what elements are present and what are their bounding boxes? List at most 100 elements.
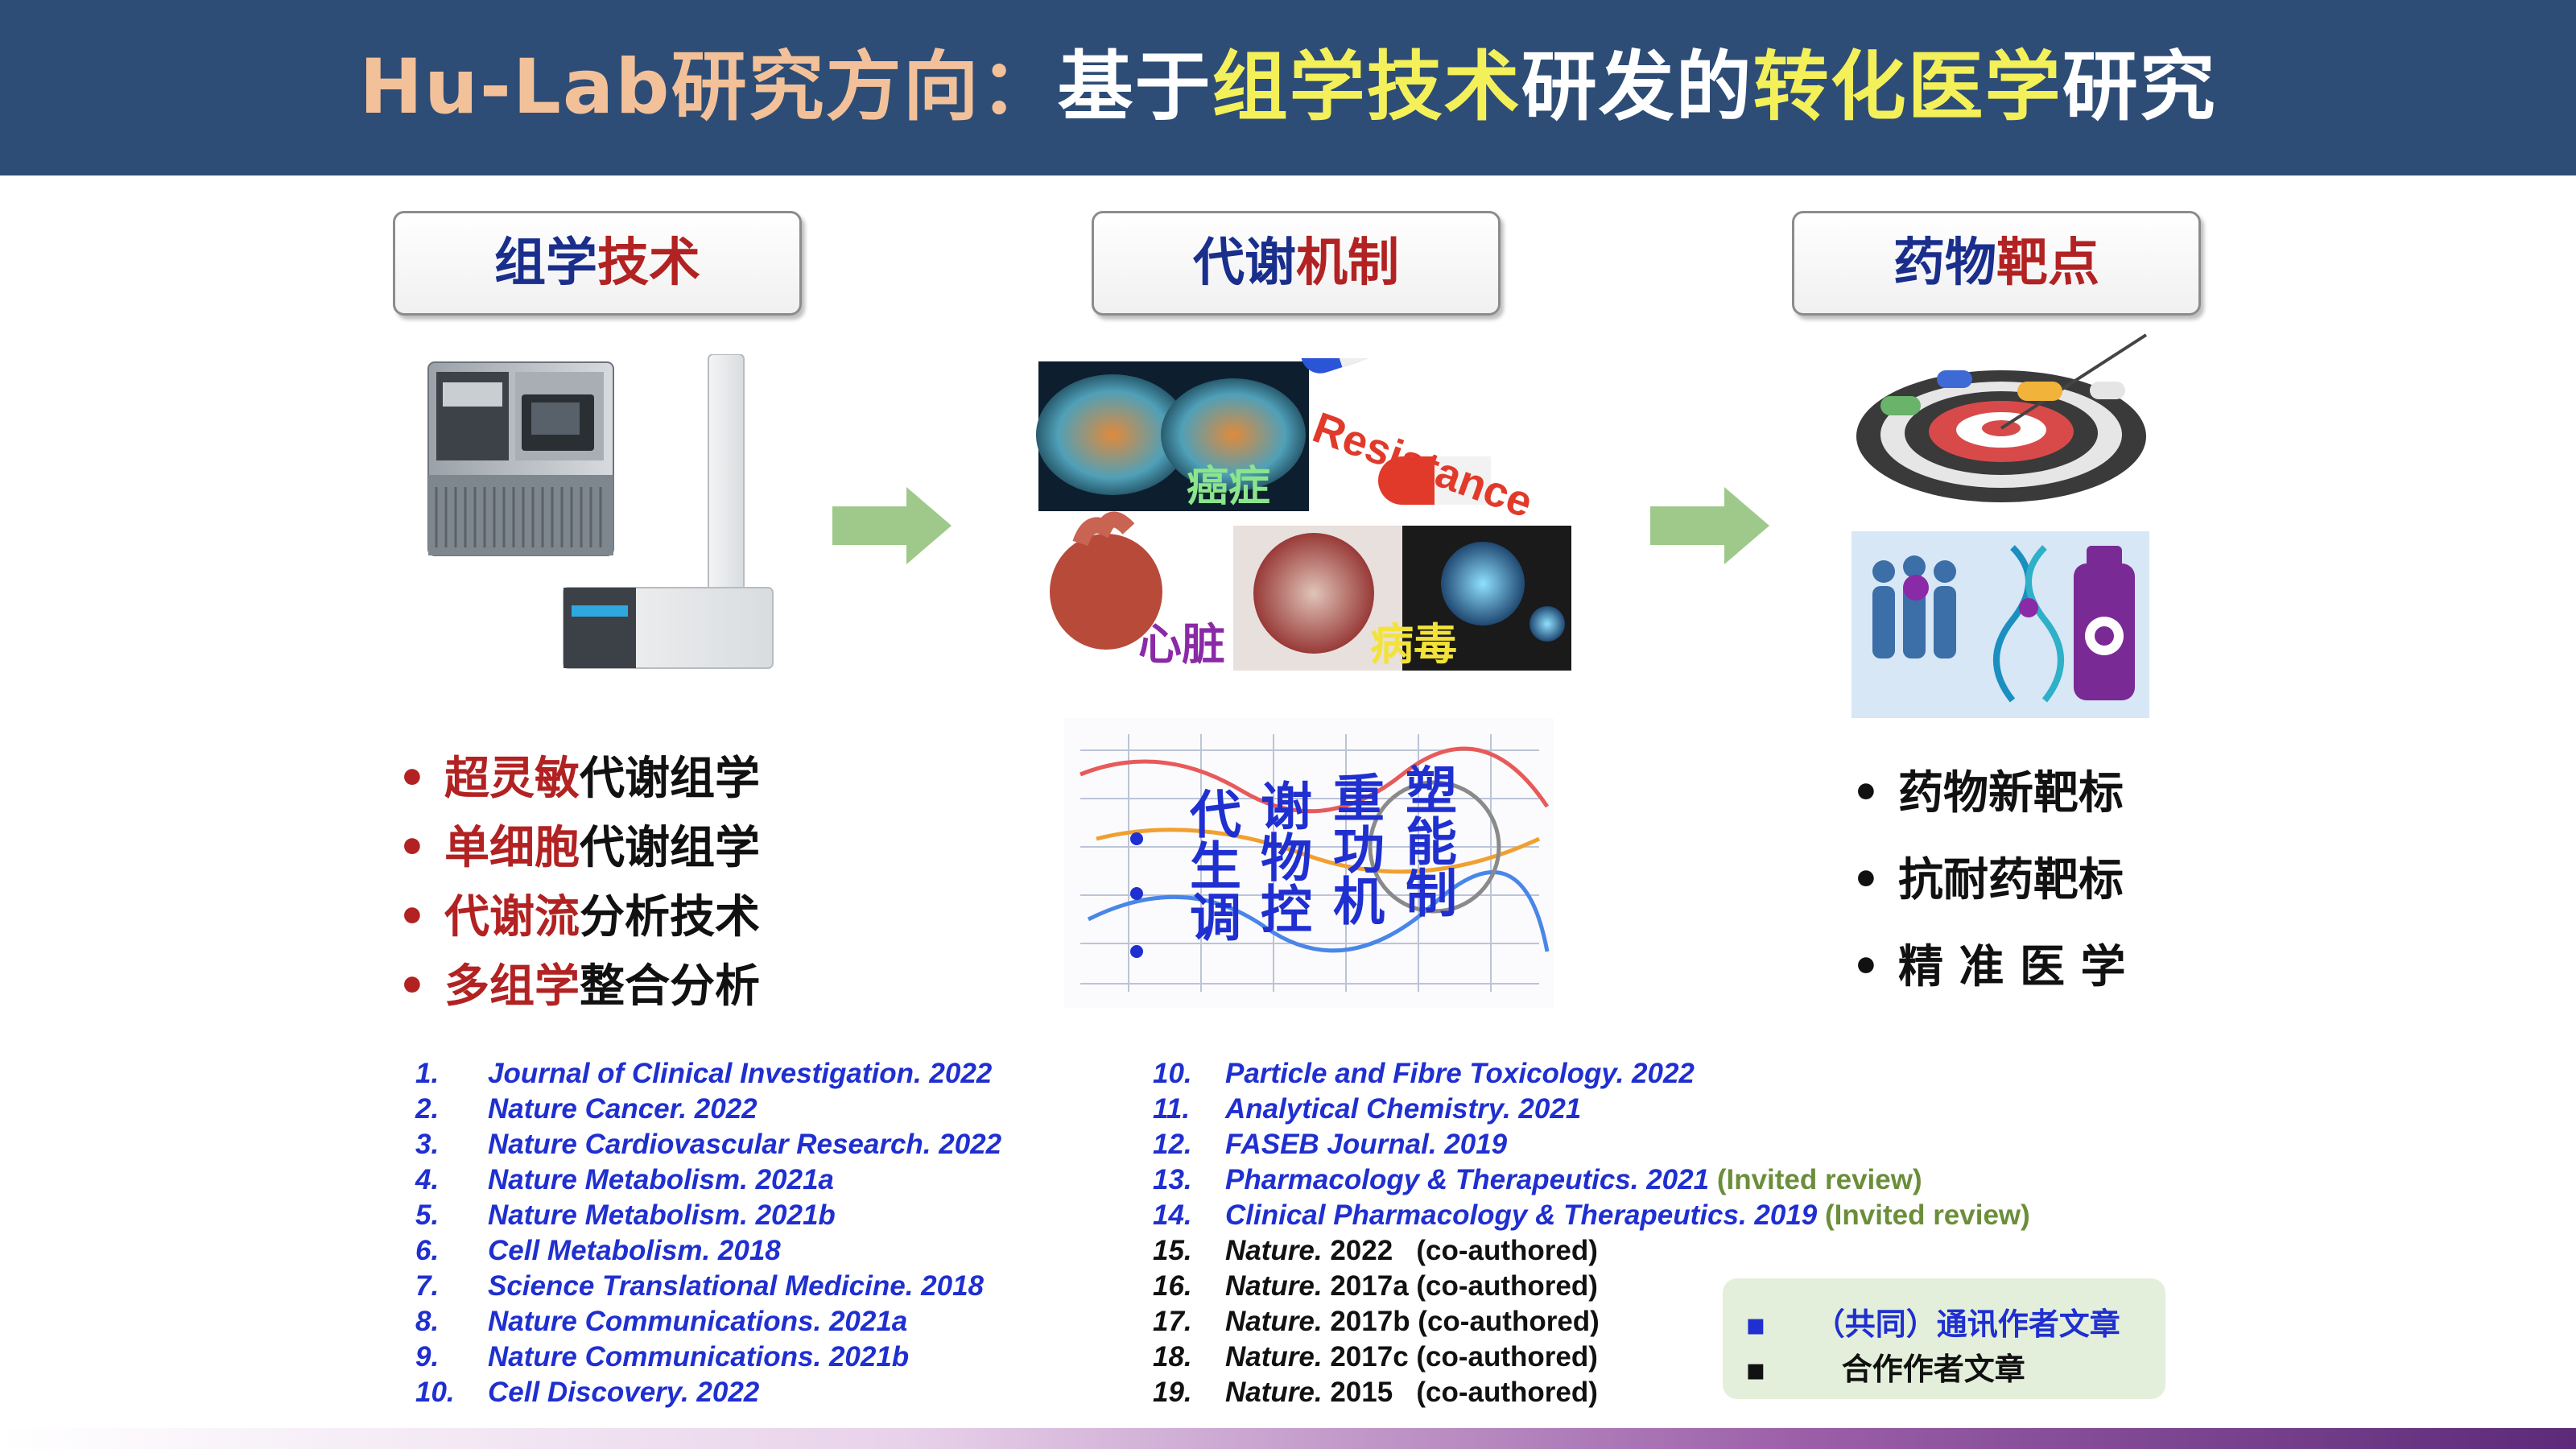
drug-target-heading: 药物靶点 [1792,211,2201,316]
reference-journal: Cell Metabolism. 2018 [488,1235,781,1266]
reference-journal: Journal of Clinical Investigation. 2022 [488,1058,993,1089]
mass-spectrometer-image [427,354,774,669]
right-arrow-icon [832,487,952,564]
reference-journal: Particle and Fibre Toxicology. 2022 [1225,1058,1695,1089]
bullet-red-text: 多组学 [444,960,580,1013]
heading-part: 药物 [1893,233,1996,293]
reference-number: 6. [415,1235,440,1266]
drug-target-dartboard-image [1856,333,2148,502]
reference-number: 16. [1153,1270,1192,1302]
omics-bullet-item: •代谢流分析技术 [398,891,760,943]
bullet-text: 整合分析 [580,960,760,1013]
reference-number: 7. [415,1270,440,1302]
reference-number: 10. [415,1377,455,1408]
bullet-text: 精 准 医 学 [1898,941,2126,993]
heading-part: 代谢 [1193,233,1296,293]
title-part: 转化医学 [1752,43,2062,131]
reference-journal: Nature. [1225,1306,1323,1337]
reference-number: 10. [1153,1058,1192,1089]
map-label-col2: 谢物控 [1252,779,1311,934]
heading-part: 机制 [1296,233,1399,293]
reference-number: 2. [415,1093,440,1125]
cancer-label: 癌症 [1187,463,1271,511]
square-bullet-icon: ▪ [1745,1307,1766,1342]
reference-journal: Nature. [1225,1235,1323,1266]
reference-number: 4. [415,1164,440,1195]
reference-journal: Science Translational Medicine. 2018 [488,1270,985,1302]
reference-journal: Nature Metabolism. 2021b [488,1199,836,1231]
reference-year: 2017a (co-authored) [1330,1270,1598,1302]
reference-number: 19. [1153,1377,1192,1408]
reference-number: 9. [415,1341,440,1373]
reference-journal: Cell Discovery. 2022 [488,1377,760,1408]
reference-year: 2022 (co-authored) [1330,1235,1598,1266]
reference-journal: Analytical Chemistry. 2021 [1225,1093,1582,1125]
bullet-red-text: 超灵敏 [444,753,580,805]
drug-target-bullet-item: •精 准 医 学 [1852,941,2126,993]
map-label-col1: 代生调 [1181,787,1241,942]
reference-journal: Nature. [1225,1270,1323,1302]
legend-coauthor-item: ▪ 合作作者文章 [1745,1344,2025,1389]
reference-number: 15. [1153,1235,1192,1266]
virus-label: 病毒 [1370,619,1457,670]
bullet-red-text: 代谢流 [444,891,580,943]
reference-number: 8. [415,1306,440,1337]
page-title: Hu-Lab研究方向：基于组学技术研发的转化医学研究 [0,0,2576,175]
reference-number: 3. [415,1129,440,1160]
heading-part: 技术 [597,233,700,293]
reference-journal: Nature. [1225,1341,1323,1373]
title-part: 研究 [2062,43,2217,131]
legend-box: ▪ （共同）通讯作者文章 ▪ 合作作者文章 [1723,1278,2165,1399]
reference-journal: Nature Cardiovascular Research. 2022 [488,1129,1002,1160]
title-part: 基于 [1057,43,1212,131]
omics-bullet-item: •超灵敏代谢组学 [398,753,760,805]
bullet-text: 药物新靶标 [1898,767,2124,819]
reference-year: 2015 (co-authored) [1330,1377,1598,1408]
title-lab-part: Hu-Lab研究方向： [359,43,1058,131]
bullet-text: 代谢组学 [580,753,760,805]
reference-journal: Nature Cancer. 2022 [488,1093,758,1125]
drug-target-bullet-item: •抗耐药靶标 [1852,854,2124,906]
heading-part: 组学 [494,233,597,293]
bullet-text: 代谢组学 [580,822,760,874]
reference-journal: Nature Metabolism. 2021a [488,1164,834,1195]
drug-target-bullet-item: •药物新靶标 [1852,767,2124,819]
reference-number: 14. [1153,1199,1192,1231]
reference-journal: FASEB Journal. 2019 [1225,1129,1508,1160]
reference-number: 1. [415,1058,440,1089]
legend-corresponding-item: ▪ （共同）通讯作者文章 [1745,1299,2120,1344]
title-part: 组学技术 [1212,43,1521,131]
title-part: 研发的 [1521,43,1753,131]
reference-number: 11. [1153,1093,1191,1125]
invited-review-note: (Invited review) [1716,1164,1922,1195]
reference-number: 12. [1153,1129,1192,1160]
right-arrow-icon [1650,487,1769,564]
omics-bullet-item: •单细胞代谢组学 [398,822,760,874]
reference-journal: Nature Communications. 2021b [488,1341,910,1373]
bottom-gradient-bar [0,1428,2576,1449]
reference-year: 2017c (co-authored) [1330,1341,1598,1373]
legend-corresponding-label: （共同）通讯作者文章 [1814,1307,2120,1342]
heading-part: 靶点 [1996,233,2099,293]
bullet-red-text: 单细胞 [444,822,580,874]
legend-coauthor-label: 合作作者文章 [1841,1352,2025,1387]
reference-number: 5. [415,1199,440,1231]
reference-number: 13. [1153,1164,1192,1195]
invited-review-note: (Invited review) [1825,1199,2030,1231]
bullet-text: 抗耐药靶标 [1898,854,2124,906]
reference-journal: Pharmacology & Therapeutics. 2021 [1225,1164,1710,1195]
reference-journal: Nature Communications. 2021a [488,1306,908,1337]
map-label-col3: 重功机 [1324,771,1384,926]
precision-medicine-image [1852,531,2149,718]
disease-collage-image [1036,358,1571,671]
reference-journal: Clinical Pharmacology & Therapeutics. 20… [1225,1199,1818,1231]
reference-year: 2017b (co-authored) [1330,1306,1600,1337]
reference-journal: Nature. [1225,1377,1323,1408]
bullet-text: 分析技术 [580,891,760,943]
heart-label: 心脏 [1138,619,1225,670]
metabolic-pathway-map-image [1064,718,1554,1008]
metabolic-mechanism-heading: 代谢机制 [1092,211,1501,316]
square-bullet-icon: ▪ [1745,1352,1766,1387]
reference-number: 17. [1153,1306,1192,1337]
omics-bullet-item: •多组学整合分析 [398,960,760,1013]
